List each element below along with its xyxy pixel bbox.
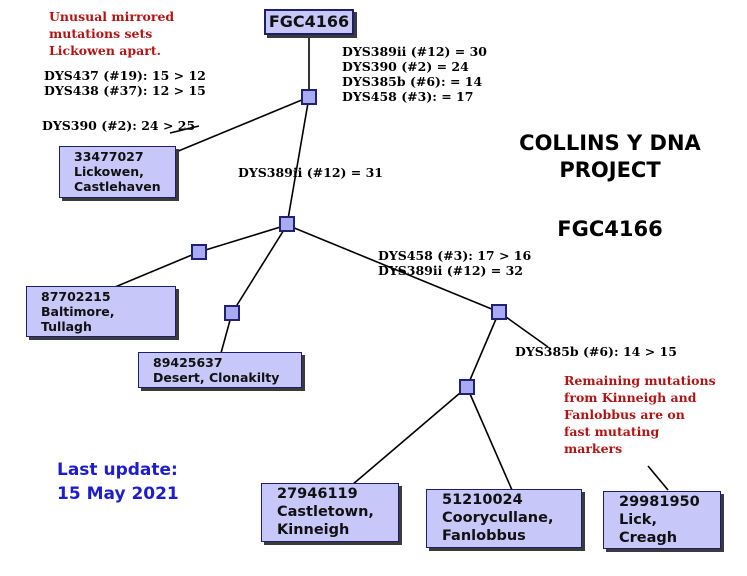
kit-location: Coorycullane, [442,510,554,526]
kit-location: Creagh [619,530,678,546]
line-node5-baltimore [114,251,200,288]
kit-location: Lickowen, [74,164,144,179]
mutation-label: DYS438 (#37): 12 > 15 [44,83,206,98]
line-node3-lick-a [498,311,549,348]
mutation-lickowen-390: DYS390 (#2): 24 > 25 [42,118,196,133]
mutation-node2-branch: DYS389ii (#12) = 31 [238,165,384,180]
note-line: from Kinneigh and [564,390,697,405]
mutation-label: DYS389ii (#12) = 32 [378,263,524,278]
mutation-node4-branch: DYS385b (#6): 14 > 15 [515,344,677,359]
kit-number: 27946119 [277,486,358,502]
line-node2-node5 [198,224,288,253]
kit-box-desert: 89425637 Desert, Clonakilty [138,352,302,388]
mutation-label: DYS458 (#3): 17 > 16 [378,248,532,263]
kit-location: Baltimore, [41,304,115,319]
note-line: markers [564,441,623,456]
kit-box-castletown: 27946119 Castletown, Kinneigh [261,483,399,542]
line-node1-node2 [286,96,310,226]
title-line: PROJECT [559,158,661,182]
line-node1-lickowen [175,96,310,153]
update-date: 15 May 2021 [57,484,179,504]
kit-box-coorycullane: 51210024 Coorycullane, Fanlobbus [426,489,582,548]
mutations-node3-branch: DYS458 (#3): 17 > 16 DYS389ii (#12) = 32 [378,248,531,278]
line-lickowen-tick [169,125,200,134]
line-node2-node3 [286,224,500,313]
kit-location: Castlehaven [74,179,161,194]
kit-location: Lick, [619,512,657,528]
tree-node-5 [191,244,207,260]
kit-number: 51210024 [442,492,523,508]
note-remaining-mutations: Remaining mutations from Kinneigh and Fa… [564,372,716,457]
tree-node-1 [301,89,317,105]
kit-number: 33477027 [74,149,144,164]
kit-box-lickowen: 33477027 Lickowen, Castlehaven [59,146,176,198]
kit-location: Fanlobbus [442,528,526,544]
note-line: mutations sets [49,26,153,41]
title-line: COLLINS Y DNA [519,131,701,155]
line-node3-lick-b [647,465,669,491]
note-line: Fanlobbus are on [564,407,685,422]
kit-location: Kinneigh [277,522,350,538]
mutation-label: DYS437 (#19): 15 > 12 [44,68,206,83]
root-haplogroup-box: FGC4166 [264,9,354,35]
note-line: Lickowen apart. [49,43,161,58]
project-title: COLLINS Y DNA PROJECT [510,130,710,184]
note-line: Remaining mutations [564,373,716,388]
mutations-lickowen-mirror: DYS437 (#19): 15 > 12 DYS438 (#37): 12 >… [44,68,206,98]
project-haplogroup: FGC4166 [557,217,663,241]
line-node4-coorycullane [466,386,513,491]
kit-number: 87702215 [41,289,111,304]
line-node4-castletown [351,386,468,486]
tree-node-6 [224,305,240,321]
mutation-label: DYS385b (#6): = 14 [342,74,483,89]
note-mirrored-mutations: Unusual mirrored mutations sets Lickowen… [49,8,174,59]
kit-number: 29981950 [619,494,700,510]
note-line: fast mutating [564,424,660,439]
line-node2-node6 [231,224,288,314]
tree-node-3 [491,304,507,320]
last-update: Last update: 15 May 2021 [57,458,179,506]
tree-node-4 [459,379,475,395]
mutation-label: DYS458 (#3): = 17 [342,89,474,104]
mutations-root-branch: DYS389ii (#12) = 30 DYS390 (#2) = 24 DYS… [342,44,487,104]
tree-node-2 [279,216,295,232]
kit-location: Desert, Clonakilty [153,370,280,385]
kit-box-lick: 29981950 Lick, Creagh [603,491,721,549]
update-label: Last update: [57,460,178,480]
kit-location: Castletown, [277,504,374,520]
note-line: Unusual mirrored [49,9,175,24]
kit-location: Tullagh [41,319,92,334]
mutation-label: DYS390 (#2) = 24 [342,59,469,74]
line-node3-node4 [466,311,500,388]
kit-number: 89425637 [153,355,223,370]
kit-box-baltimore: 87702215 Baltimore, Tullagh [26,286,176,337]
mutation-label: DYS389ii (#12) = 30 [342,44,488,59]
